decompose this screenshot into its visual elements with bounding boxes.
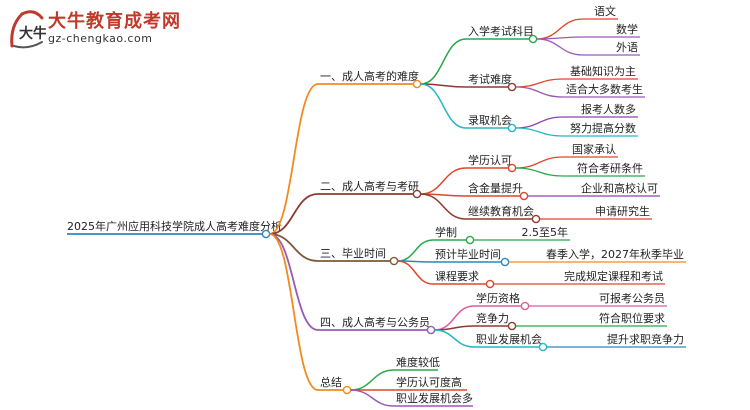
branch-connector-4	[269, 233, 319, 331]
topic-label-1-3: 录取机会	[468, 113, 512, 127]
topic-connector-1-3	[420, 83, 467, 129]
leaf-label-1-2-1: 基础知识为主	[570, 64, 636, 78]
topic-node-2-2[interactable]	[519, 191, 529, 201]
topic-node-4-1[interactable]	[520, 301, 530, 311]
site-logo[interactable]: 大牛 大牛教育成考网 gz-chengkao.com	[4, 4, 180, 56]
leaf-label-4-1-1: 可报考公务员	[599, 291, 665, 305]
topic-connector-4-2	[434, 325, 475, 331]
topic-label-4-3: 职业发展机会	[476, 332, 542, 346]
topic-node-1-3[interactable]	[507, 123, 517, 133]
branch-label-4: 四、成人高考与公务员	[320, 315, 430, 329]
branch-label-2: 二、成人高考与考研	[320, 179, 419, 193]
branch-label-3: 三、毕业时间	[320, 247, 386, 260]
topic-label-5-3: 职业发展机会多	[396, 391, 473, 405]
branch-label-5: 总结	[320, 375, 342, 389]
leaf-label-3-1-1: 2.5至5年	[522, 225, 569, 239]
topic-node-2-1[interactable]	[507, 163, 517, 173]
topic-label-4-2: 竞争力	[476, 311, 509, 325]
branch-label-1: 一、成人高考的难度	[320, 69, 419, 83]
leaf-connector-1-1-1	[536, 18, 584, 40]
root-label: 2025年广州应用科技学院成人高考难度分析	[67, 219, 282, 233]
branch-node-2[interactable]	[412, 189, 422, 199]
topic-connector-3-3	[397, 260, 434, 285]
leaf-connector-1-1-3	[536, 38, 584, 56]
topic-label-1-2: 考试难度	[468, 72, 512, 86]
branch-connector-2	[269, 193, 319, 235]
leaf-connector-2-1-2	[515, 167, 564, 177]
topic-label-2-2: 含金量提升	[468, 181, 523, 195]
branch-node-5[interactable]	[342, 385, 352, 395]
leaf-connector-1-3-1	[515, 116, 564, 129]
branch-connector-3	[269, 233, 319, 262]
topic-connector-5-1	[350, 369, 395, 391]
leaf-label-1-1-2: 数学	[616, 22, 638, 36]
topic-connector-5-3	[350, 389, 395, 407]
topic-label-3-3: 课程要求	[435, 270, 479, 283]
topic-node-3-1[interactable]	[465, 235, 475, 245]
logo-url: gz-chengkao.com	[48, 32, 153, 45]
leaf-label-4-2-1: 符合职位要求	[599, 311, 665, 325]
leaf-label-2-1-2: 符合考研条件	[577, 161, 643, 175]
topic-label-4-1: 学历资格	[476, 291, 520, 305]
root-node[interactable]	[261, 229, 271, 239]
topic-connector-2-1	[420, 167, 467, 195]
topic-label-5-1: 难度较低	[396, 355, 440, 369]
leaf-connector-2-1-1	[515, 156, 564, 169]
leaf-label-2-3-1: 申请研究生	[595, 204, 650, 218]
topic-connector-1-1	[420, 38, 467, 85]
topic-node-2-3[interactable]	[531, 214, 541, 224]
leaf-label-2-1-1: 国家承认	[572, 142, 616, 156]
topic-label-3-1: 学制	[435, 225, 457, 239]
logo-title: 大牛教育成考网	[48, 11, 181, 32]
topic-connector-2-3	[420, 193, 467, 220]
branch-node-3[interactable]	[389, 256, 399, 266]
leaf-label-3-3-1: 完成规定课程和考试	[564, 269, 663, 283]
svg-text:大牛: 大牛	[19, 25, 46, 42]
leaf-label-1-3-2: 努力提高分数	[570, 121, 636, 135]
topic-node-3-2[interactable]	[500, 257, 510, 267]
branch-connector-5	[269, 233, 319, 391]
branch-connector-1	[269, 83, 319, 235]
topic-label-2-3: 继续教育机会	[468, 204, 534, 218]
leaf-label-1-1-3: 外语	[616, 41, 638, 54]
leaf-label-1-1-1: 语文	[594, 4, 616, 18]
topic-label-5-2: 学历认可度高	[396, 375, 462, 389]
topic-label-3-2: 预计毕业时间	[435, 248, 501, 261]
leaf-label-4-3-1: 提升求职竞争力	[607, 332, 684, 346]
logo-mark-icon: 大牛	[10, 10, 46, 49]
topic-connector-4-3	[434, 329, 475, 348]
topic-node-3-3[interactable]	[485, 279, 495, 289]
branch-node-4[interactable]	[426, 325, 436, 335]
leaf-label-2-2-1: 企业和高校认可	[581, 181, 658, 195]
leaf-label-3-2-1: 春季入学，2027年秋季毕业	[546, 247, 684, 261]
topic-node-4-2[interactable]	[507, 321, 517, 331]
leaf-connector-1-3-2	[515, 127, 564, 137]
topic-node-1-1[interactable]	[528, 34, 538, 44]
topic-node-1-2[interactable]	[507, 82, 517, 92]
topic-connector-3-1	[397, 239, 434, 262]
topic-label-1-1: 入学考试科目	[468, 24, 534, 38]
topic-node-4-3[interactable]	[538, 342, 548, 352]
topic-label-2-1: 学历认可	[468, 153, 512, 167]
leaf-label-1-3-1: 报考人数多	[581, 102, 636, 116]
leaf-connector-1-2-1	[515, 78, 564, 88]
branch-node-1[interactable]	[412, 79, 422, 89]
leaf-label-1-2-2: 适合大多数考生	[566, 82, 643, 96]
leaf-connector-1-2-2	[515, 86, 564, 98]
